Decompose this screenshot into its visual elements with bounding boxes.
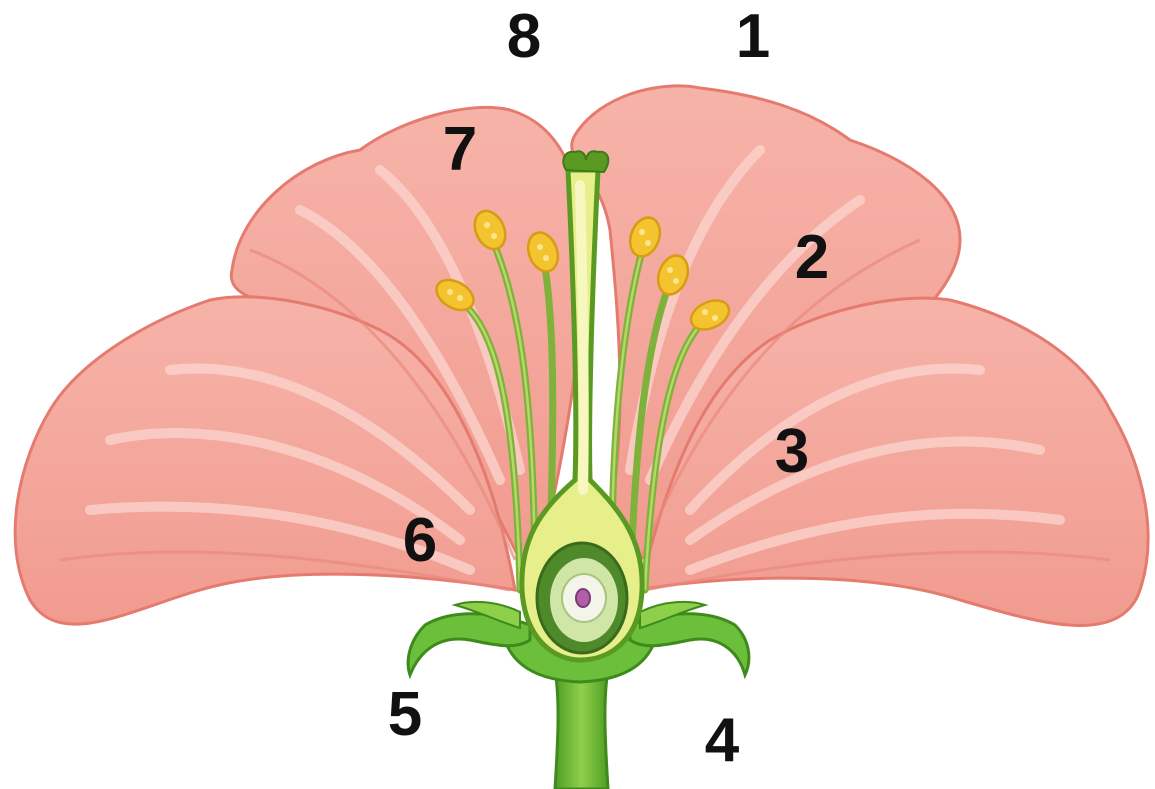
style-canal xyxy=(580,185,584,490)
label-5: 5 xyxy=(388,684,422,746)
label-8: 8 xyxy=(507,6,541,68)
label-2: 2 xyxy=(795,227,829,289)
stem xyxy=(555,670,608,789)
egg-cell xyxy=(576,589,590,607)
label-1: 1 xyxy=(736,6,770,68)
label-4: 4 xyxy=(705,710,739,772)
label-6: 6 xyxy=(403,510,437,572)
label-7: 7 xyxy=(443,119,477,181)
label-3: 3 xyxy=(775,421,809,483)
